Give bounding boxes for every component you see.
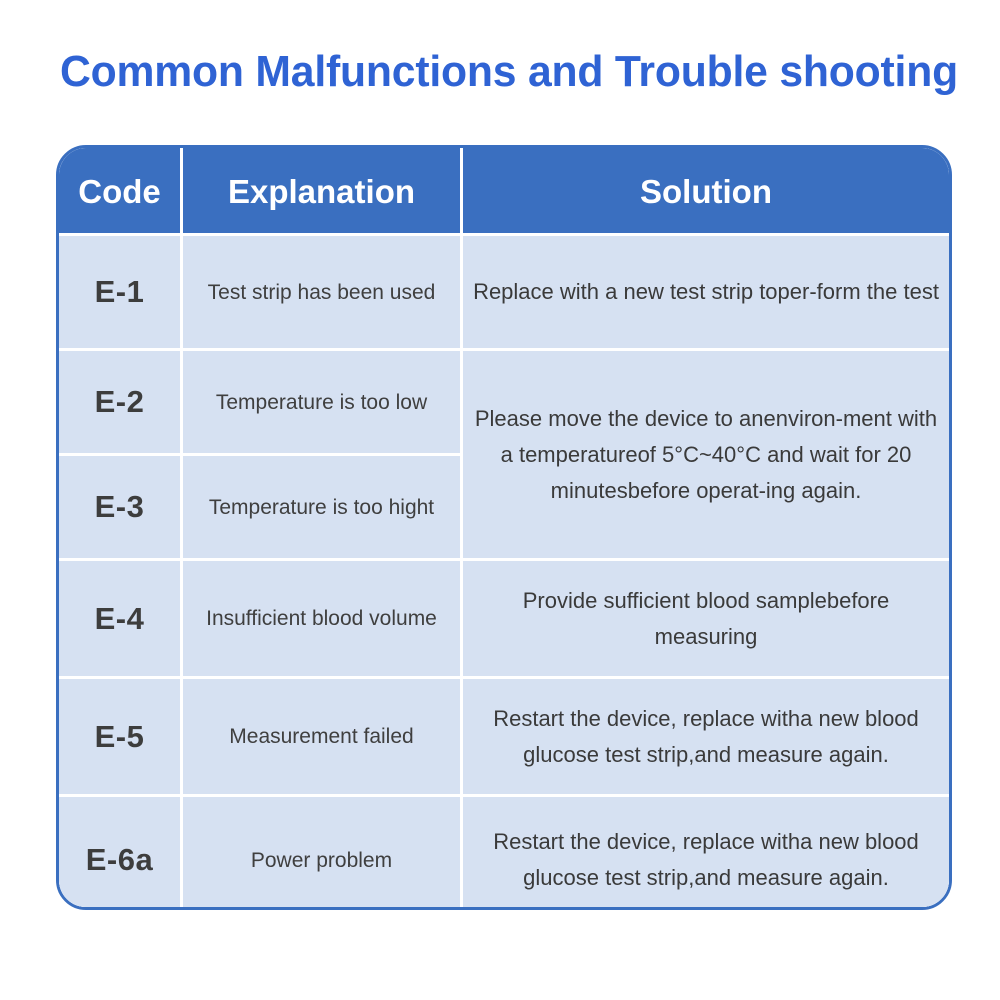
table-row: E-1 (59, 236, 180, 348)
column-header-code: Code (59, 148, 180, 233)
cell-explanation: Test strip has been used (183, 236, 460, 348)
table-row: E-6a (59, 797, 180, 907)
cell-explanation: Measurement failed (183, 679, 460, 794)
table-row: E-2 (59, 351, 180, 453)
column-header-solution: Solution (463, 148, 949, 233)
table-row: E-3 (59, 456, 180, 558)
cell-explanation: Temperature is too hight (183, 456, 460, 558)
table-row: E-4 (59, 561, 180, 676)
table-header-row: Code Explanation Solution (59, 148, 949, 236)
cell-explanation: Temperature is too low (183, 351, 460, 453)
cell-solution: Provide sufficient blood samplebefore me… (463, 561, 949, 676)
cell-explanation: Power problem (183, 797, 460, 907)
page-title: Common Malfunctions and Trouble shooting (60, 47, 958, 96)
troubleshooting-table: Code Explanation Solution E-1 Test strip… (56, 145, 952, 910)
table-body-wrapper: Code Explanation Solution E-1 Test strip… (59, 148, 949, 907)
cell-solution: Restart the device, replace witha new bl… (463, 797, 949, 907)
cell-solution-merged: Please move the device to anenviron-ment… (463, 351, 949, 558)
table-row: E-5 (59, 679, 180, 794)
cell-solution: Replace with a new test strip toper-form… (463, 236, 949, 348)
column-header-explanation: Explanation (183, 148, 460, 233)
cell-explanation: Insufficient blood volume (183, 561, 460, 676)
table-body: E-1 Test strip has been used Replace wit… (59, 236, 949, 907)
cell-solution: Restart the device, replace witha new bl… (463, 679, 949, 794)
